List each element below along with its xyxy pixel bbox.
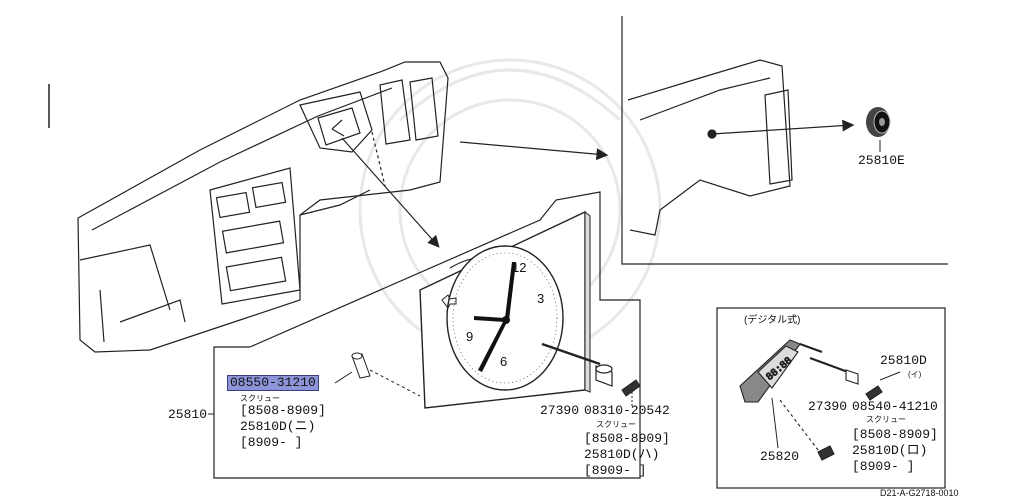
- leader-25810D-sub: [879, 371, 901, 381]
- dashboard-illustration: [77, 61, 449, 353]
- label-25810: 25810: [168, 407, 208, 422]
- leader-lines: [341, 119, 855, 248]
- label-25820: 25820: [760, 449, 800, 464]
- knob-25810E: [866, 107, 891, 137]
- part-number-08310-20542[interactable]: 08310-20542: [584, 403, 670, 418]
- digital-type-label: (デジタル式): [744, 315, 801, 326]
- part-number-08550-31210[interactable]: 08550-31210: [227, 375, 319, 391]
- clock-frame-outline: [213, 191, 641, 479]
- leader-screw-left: [369, 369, 421, 397]
- clock-numeral-12: 12: [512, 260, 526, 275]
- alt-part-right: 25810D(ロ): [852, 443, 928, 458]
- screw-kana-right: スクリュー: [866, 415, 906, 424]
- range-mid: [8508-8909]: [584, 431, 670, 446]
- analog-clock: [419, 210, 591, 409]
- leader-25820: [771, 397, 779, 449]
- alt-range-left: [8909- ]: [240, 435, 303, 450]
- label-25810E: 25810E: [858, 153, 905, 168]
- range-right: [8508-8909]: [852, 427, 938, 442]
- screw-kana-left: スクリュー: [240, 394, 280, 403]
- alt-range-right: [8909- ]: [852, 459, 915, 474]
- part-number-08540-41210[interactable]: 08540-41210: [852, 399, 938, 414]
- clock-numeral-9: 9: [466, 329, 473, 344]
- label-25810D-sub: 25810D: [880, 353, 927, 368]
- clock-numeral-3: 3: [537, 291, 544, 306]
- leader-screw-left-label: [334, 371, 353, 384]
- clock-numeral-6: 6: [500, 354, 507, 369]
- label-27390-sub: 27390: [808, 399, 848, 414]
- range-left: [8508-8909]: [240, 403, 326, 418]
- screw-08550: [351, 352, 371, 379]
- alt-part-mid: 25810D(ハ): [584, 447, 660, 462]
- inset-digital: [716, 307, 946, 489]
- label-27390-main: 27390: [540, 403, 580, 418]
- clock-shaft: [541, 342, 613, 387]
- inset-top-right: [621, 16, 948, 265]
- screw-08310: [621, 379, 641, 397]
- alt-part-left: 25810D(ニ): [240, 419, 316, 434]
- alt-range-mid: [8909- ]: [584, 463, 647, 478]
- label-25810D-sub-note: (イ): [908, 370, 922, 379]
- diagram-id-code: D21-A-G2718-0010: [880, 488, 959, 498]
- screw-kana-mid: スクリュー: [596, 420, 636, 429]
